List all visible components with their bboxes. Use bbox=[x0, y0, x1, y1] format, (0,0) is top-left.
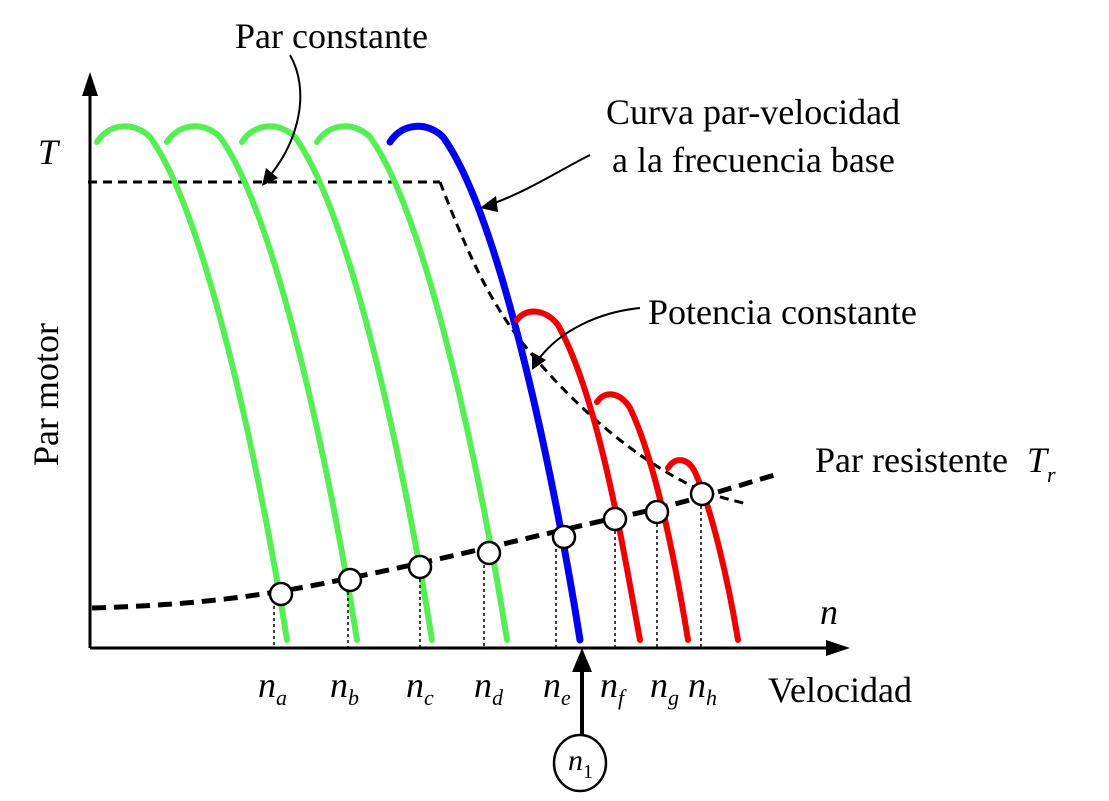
load-torque-curve bbox=[91, 471, 779, 611]
speed-label-g: ng bbox=[650, 665, 679, 710]
n1-circle bbox=[552, 733, 608, 793]
par-constante-pointer bbox=[267, 54, 302, 179]
x-axis-symbol: n bbox=[820, 592, 838, 632]
constant-power-curve bbox=[438, 181, 749, 506]
operating-point-h bbox=[689, 481, 715, 507]
x-axis-title: Velocidad bbox=[768, 670, 912, 710]
label-par-constante: Par constante bbox=[235, 16, 428, 56]
par-resistente-subscript: r bbox=[1047, 462, 1056, 487]
speed-label-h: nh bbox=[688, 665, 717, 710]
operating-point-c bbox=[407, 554, 433, 580]
label-curva-line1: Curva par-velocidad bbox=[606, 92, 900, 132]
speed-label-a: na bbox=[258, 665, 287, 710]
operating-point-f bbox=[602, 506, 628, 532]
speed-label-e: ne bbox=[543, 665, 571, 710]
operating-point-e bbox=[551, 524, 577, 550]
torque-curve-d bbox=[314, 123, 510, 643]
operating-points bbox=[268, 481, 715, 607]
torque-curve-b bbox=[164, 123, 360, 643]
y-axis-symbol: T bbox=[38, 132, 61, 172]
torque-curve-c bbox=[239, 123, 435, 643]
operating-point-a bbox=[268, 581, 294, 607]
n1-arrow-head bbox=[572, 648, 592, 672]
curva-base-pointer-head bbox=[480, 196, 498, 212]
par-resistente-text: Par resistente bbox=[815, 440, 1008, 480]
operating-point-d bbox=[476, 540, 502, 566]
curva-base-pointer bbox=[491, 154, 591, 205]
par-constante-pointer-head bbox=[262, 168, 278, 186]
label-par-resistente: Par resistente Tr bbox=[815, 440, 1056, 487]
operating-point-g bbox=[644, 499, 670, 525]
x-axis-arrowhead bbox=[826, 640, 850, 656]
torque-curve-g bbox=[594, 391, 691, 643]
operating-point-b bbox=[337, 567, 363, 593]
speed-label-d: nd bbox=[474, 665, 504, 710]
potencia-pointer bbox=[537, 307, 641, 361]
speed-label-f: nf bbox=[600, 665, 627, 710]
potencia-pointer-head bbox=[532, 352, 546, 370]
n1-label: n1 bbox=[568, 744, 593, 783]
y-axis-arrowhead bbox=[82, 72, 98, 96]
speed-label-c: nc bbox=[406, 665, 434, 710]
torque-curve-f bbox=[514, 308, 643, 643]
speed-labels: na nb nc nd ne nf ng nh bbox=[258, 665, 717, 710]
torque-curve-a bbox=[94, 123, 290, 643]
par-resistente-symbol: T bbox=[1027, 440, 1050, 480]
y-axis-title: Par motor bbox=[26, 323, 66, 466]
label-curva-line2: a la frecuencia base bbox=[612, 140, 895, 180]
speed-label-b: nb bbox=[330, 665, 359, 710]
label-potencia-constante: Potencia constante bbox=[648, 292, 917, 332]
